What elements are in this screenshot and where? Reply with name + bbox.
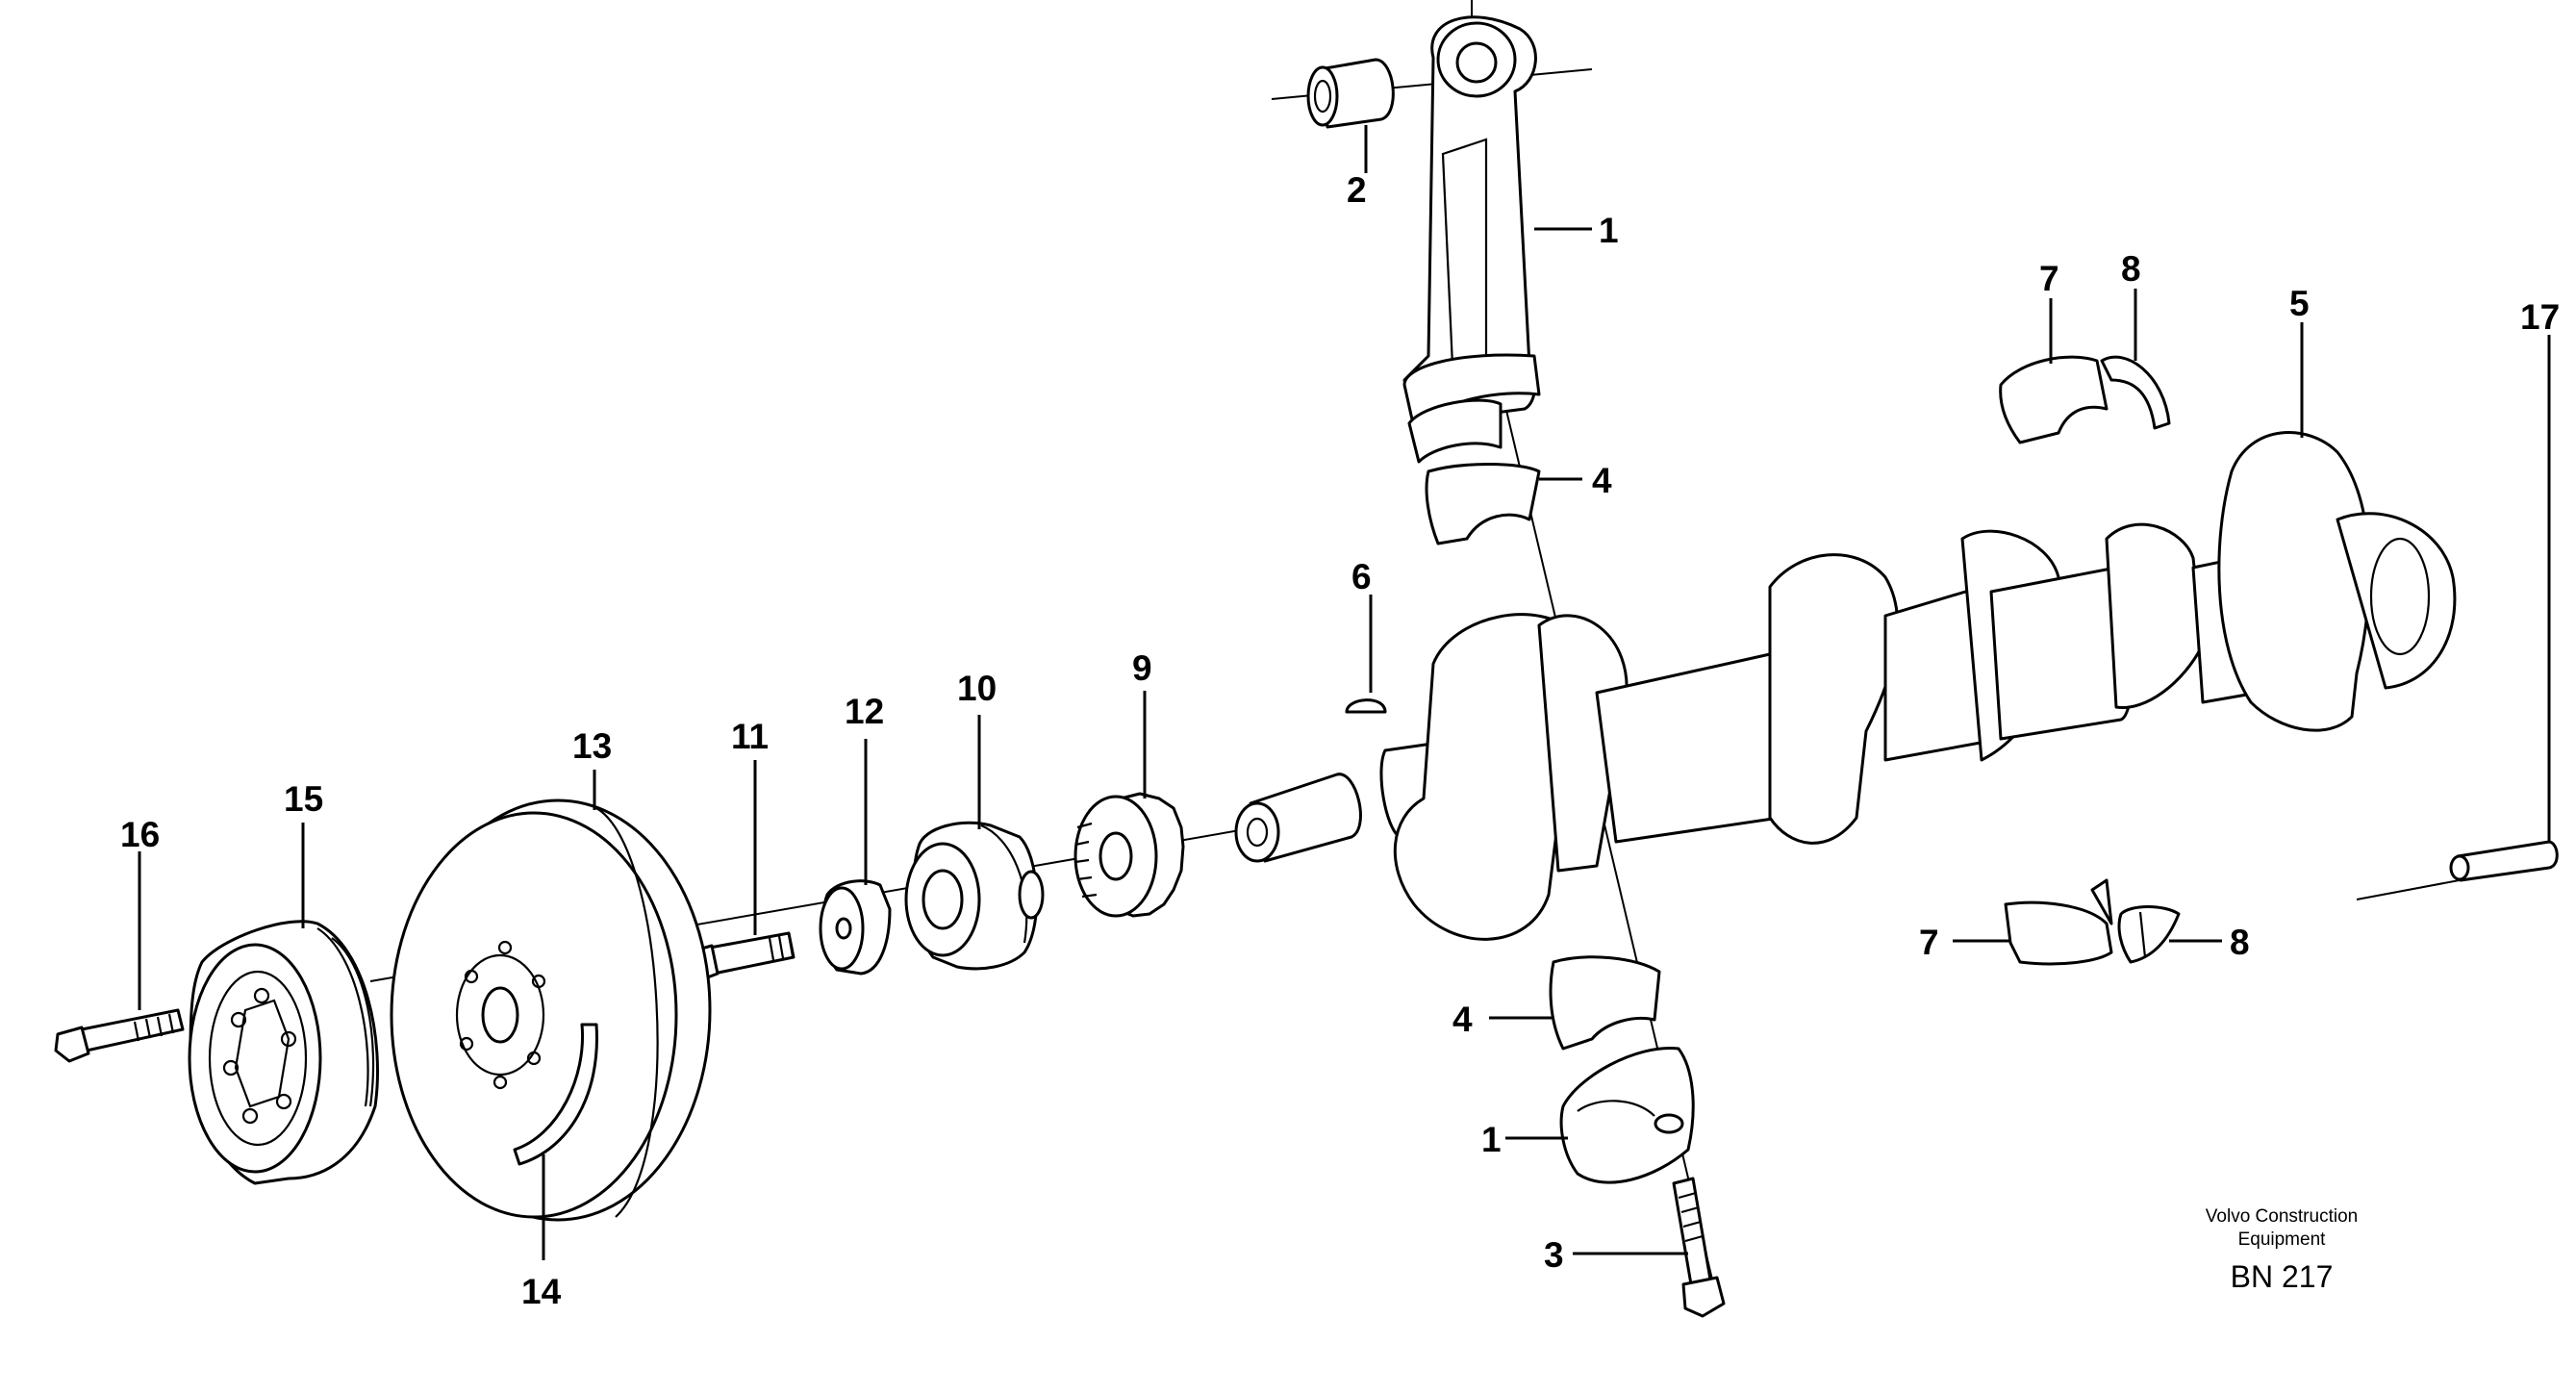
crankshaft-gear[interactable]	[1073, 792, 1185, 918]
callout-8-top: 8	[2121, 249, 2141, 289]
damper-bolt[interactable]	[54, 1008, 185, 1063]
crankshaft[interactable]	[1234, 431, 2457, 941]
thrust-washer-lower[interactable]	[2117, 905, 2181, 964]
callout-7-top: 7	[2039, 259, 2059, 298]
callout-17: 17	[2520, 297, 2560, 337]
callout-16: 16	[120, 815, 160, 854]
callout-5: 5	[2289, 284, 2310, 323]
guide-pin[interactable]	[2449, 840, 2559, 882]
callout-14: 14	[521, 1272, 562, 1311]
callout-labels: 1 2 4 6 7 8 5 17 9 10 12 11 13 15 16 14 …	[120, 170, 2560, 1311]
credit-line-1: Volvo Construction	[2206, 1206, 2358, 1227]
callout-11: 11	[731, 717, 769, 756]
callout-7-bottom: 7	[1919, 923, 1939, 962]
connecting-rod[interactable]	[1402, 15, 1541, 464]
woodruff-key[interactable]	[1345, 698, 1387, 714]
thrust-washer-upper[interactable]	[2100, 355, 2171, 430]
credit-line-2: Equipment	[2238, 1229, 2327, 1250]
callout-4-top: 4	[1592, 461, 1612, 500]
pulley-hub[interactable]	[904, 821, 1045, 971]
leader-lines	[138, 125, 2551, 1260]
callout-1-top: 1	[1599, 211, 1619, 250]
drawing-code: BN 217	[2231, 1259, 2334, 1294]
main-bearing-shell-lower[interactable]	[2004, 878, 2113, 966]
callout-8-bottom: 8	[2230, 923, 2250, 962]
callout-2: 2	[1347, 170, 1367, 210]
callout-9: 9	[1132, 648, 1152, 688]
big-end-bearing-shell-upper[interactable]	[1425, 463, 1541, 545]
connecting-rod-cap[interactable]	[1559, 1047, 1695, 1184]
callout-3: 3	[1544, 1235, 1564, 1275]
callout-15: 15	[284, 779, 323, 819]
big-end-bearing-shell-lower[interactable]	[1549, 955, 1661, 1051]
washer[interactable]	[819, 879, 892, 976]
main-bearing-shell-upper[interactable]	[1999, 355, 2109, 444]
callout-13: 13	[572, 726, 612, 766]
crankshaft-pulley[interactable]	[390, 798, 712, 1222]
vibration-damper[interactable]	[188, 920, 379, 1185]
callout-10: 10	[957, 669, 997, 708]
callout-4-bottom: 4	[1452, 1000, 1473, 1039]
connecting-rod-bolt[interactable]	[1672, 1177, 1726, 1318]
callout-1-bottom: 1	[1481, 1120, 1502, 1159]
callout-6: 6	[1351, 557, 1372, 596]
publisher-credit: Volvo Construction Equipment BN 217	[2206, 1206, 2358, 1294]
piston-pin-bushing[interactable]	[1306, 58, 1395, 129]
callout-12: 12	[845, 692, 884, 731]
